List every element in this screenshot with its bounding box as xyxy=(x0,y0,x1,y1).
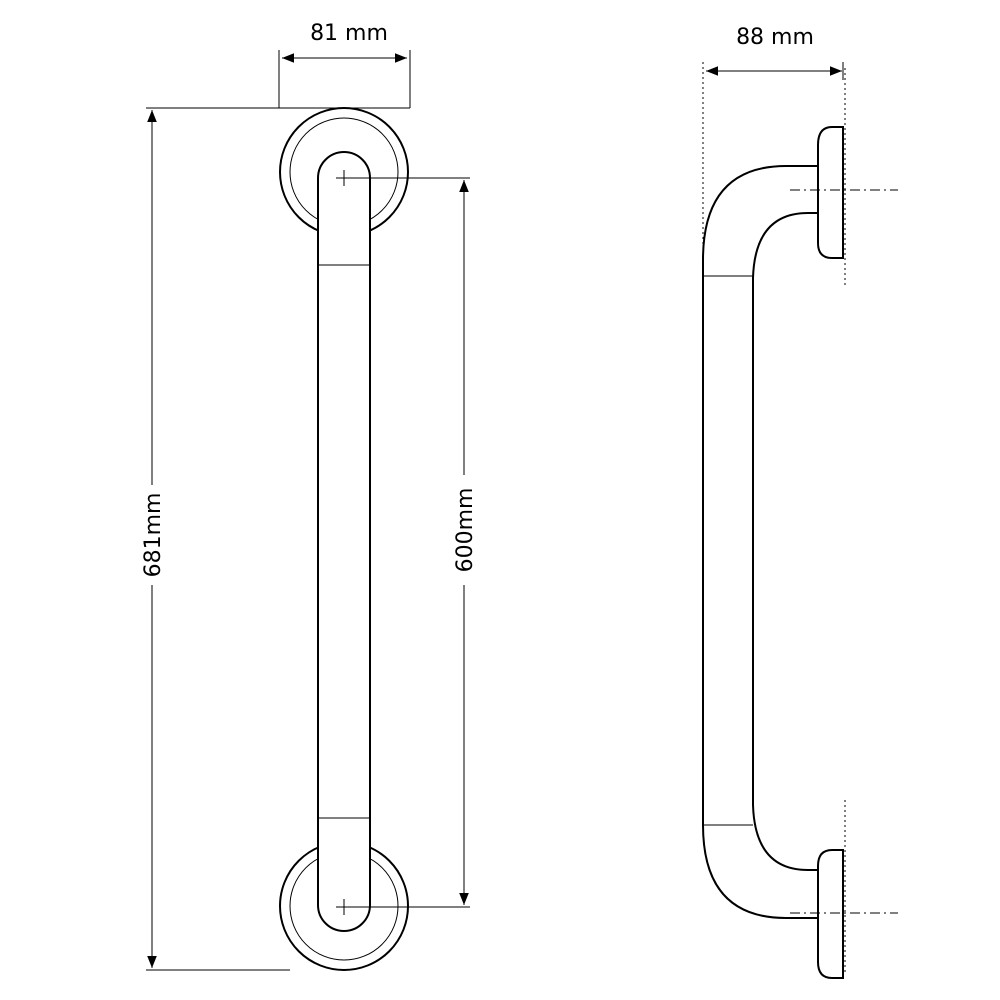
centers-label: 600mm xyxy=(453,488,478,573)
bar-body xyxy=(317,151,371,932)
dimension-overall-length: 681mm xyxy=(136,107,410,971)
front-width-label: 81 mm xyxy=(310,21,388,46)
dimension-side-depth: 88 mm xyxy=(702,25,844,260)
side-top-flange xyxy=(817,126,844,259)
front-view xyxy=(279,107,409,971)
side-view xyxy=(702,68,898,979)
dimension-front-width: 81 mm xyxy=(278,21,411,108)
dimension-centers: 600mm xyxy=(344,177,480,908)
side-depth-label: 88 mm xyxy=(736,25,814,50)
side-bar-outer xyxy=(702,165,818,919)
overall-length-label: 681mm xyxy=(141,493,166,578)
side-bar-inner xyxy=(752,212,818,871)
side-bottom-flange xyxy=(817,849,844,979)
